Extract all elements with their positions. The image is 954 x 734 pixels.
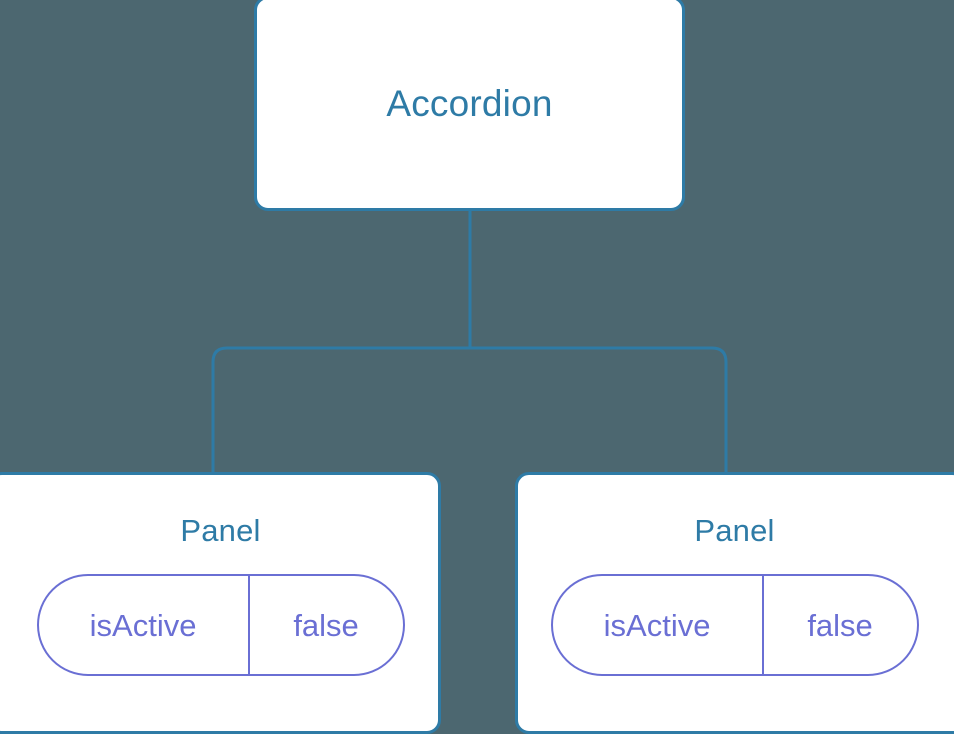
prop-pill-isactive-2[interactable]: isActive false <box>550 574 919 676</box>
node-panel-1-content: Panel isActive false <box>0 515 444 676</box>
node-panel-2-title: Panel <box>694 513 775 548</box>
node-accordion-title: Accordion <box>386 83 553 124</box>
node-panel-1[interactable]: Panel isActive false <box>0 472 441 734</box>
prop-pill-isactive-1[interactable]: isActive false <box>36 574 405 676</box>
node-panel-2[interactable]: Panel isActive false <box>515 472 954 734</box>
node-panel-1-title: Panel <box>180 513 261 548</box>
node-accordion[interactable]: Accordion <box>254 0 685 211</box>
prop-pill-1-value: false <box>293 607 359 643</box>
prop-pill-1-key: isActive <box>39 576 250 674</box>
prop-pill-2-key: isActive <box>553 576 764 674</box>
connector-branch-left <box>211 346 470 478</box>
prop-pill-2-value: false <box>807 607 873 643</box>
node-panel-2-content: Panel isActive false <box>512 515 954 676</box>
connector-branch-right <box>470 346 728 478</box>
